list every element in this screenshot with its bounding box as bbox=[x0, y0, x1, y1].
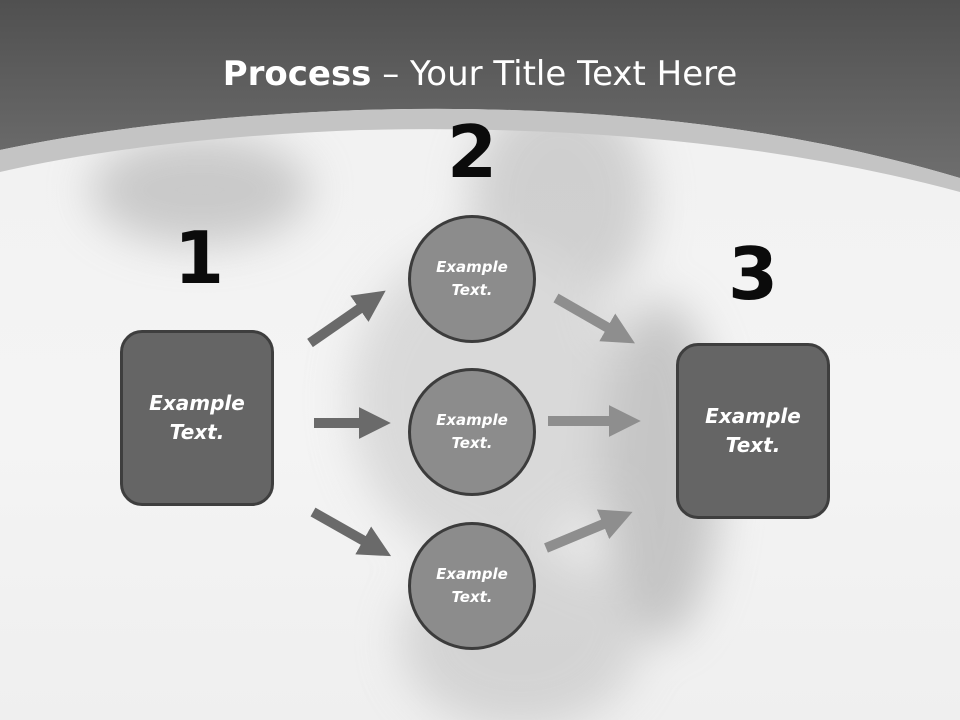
step-2-circle-bottom: Example Text. bbox=[408, 522, 536, 650]
step-number-1: 1 bbox=[173, 216, 225, 300]
step-number-3: 3 bbox=[727, 232, 779, 316]
title-rest: – Your Title Text Here bbox=[371, 54, 738, 94]
step-2-circle-top: Example Text. bbox=[408, 215, 536, 343]
step-2-circle-top-label: Example Text. bbox=[436, 258, 508, 299]
step-3-box: Example Text. bbox=[676, 343, 830, 519]
step-2-circle-bottom-label: Example Text. bbox=[436, 565, 508, 606]
step-1-label: Example Text. bbox=[149, 391, 245, 444]
title-bold: Process bbox=[222, 54, 372, 94]
arrow-bottom-to-3 bbox=[544, 509, 633, 553]
arrow-top-to-3 bbox=[553, 293, 635, 344]
arrow-1-to-top bbox=[307, 290, 386, 348]
arrow-1-to-bottom bbox=[310, 507, 392, 557]
step-number-2: 2 bbox=[446, 110, 498, 194]
step-3-label: Example Text. bbox=[705, 404, 801, 457]
slide-title: Process – Your Title Text Here bbox=[0, 52, 960, 96]
step-2-circle-middle-label: Example Text. bbox=[436, 411, 508, 452]
step-2-circle-middle: Example Text. bbox=[408, 368, 536, 496]
step-1-box: Example Text. bbox=[120, 330, 274, 506]
